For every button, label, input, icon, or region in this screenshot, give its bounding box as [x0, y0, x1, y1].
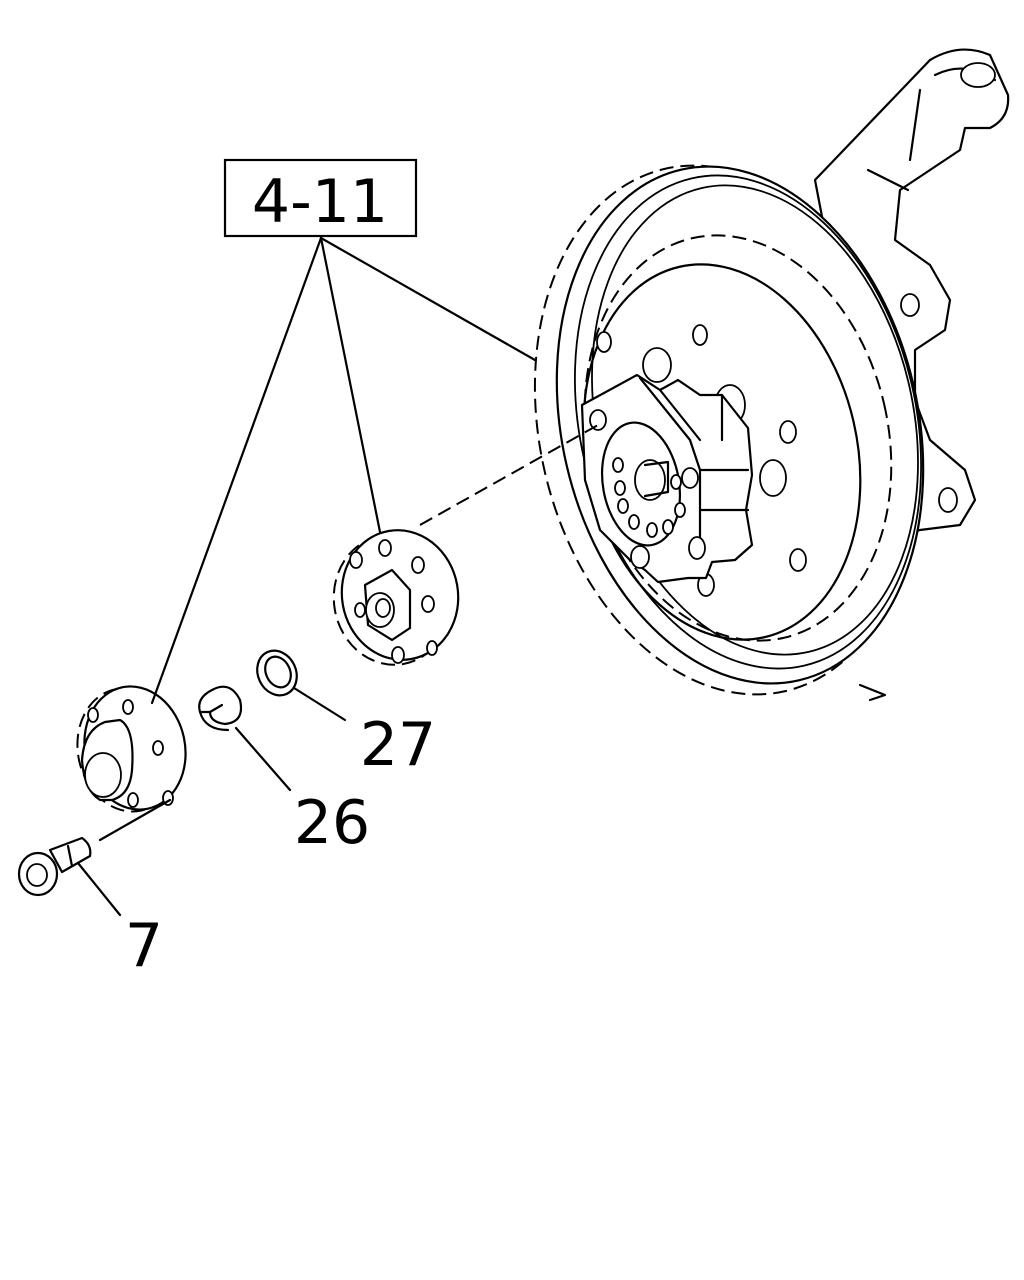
hub-cover: [76, 685, 187, 813]
leader-lines: [76, 236, 599, 917]
callout-27: 27: [360, 710, 436, 780]
washer: [256, 649, 298, 697]
snap-ring: [198, 685, 243, 732]
bolt: [17, 836, 92, 897]
callout-26: 26: [294, 788, 370, 858]
hub-flange: [580, 373, 754, 584]
group-reference-label: 4-11: [252, 167, 388, 237]
group-reference-box: 4-11: [223, 158, 418, 238]
free-wheel-hub: [332, 529, 460, 666]
callout-7: 7: [125, 911, 163, 981]
